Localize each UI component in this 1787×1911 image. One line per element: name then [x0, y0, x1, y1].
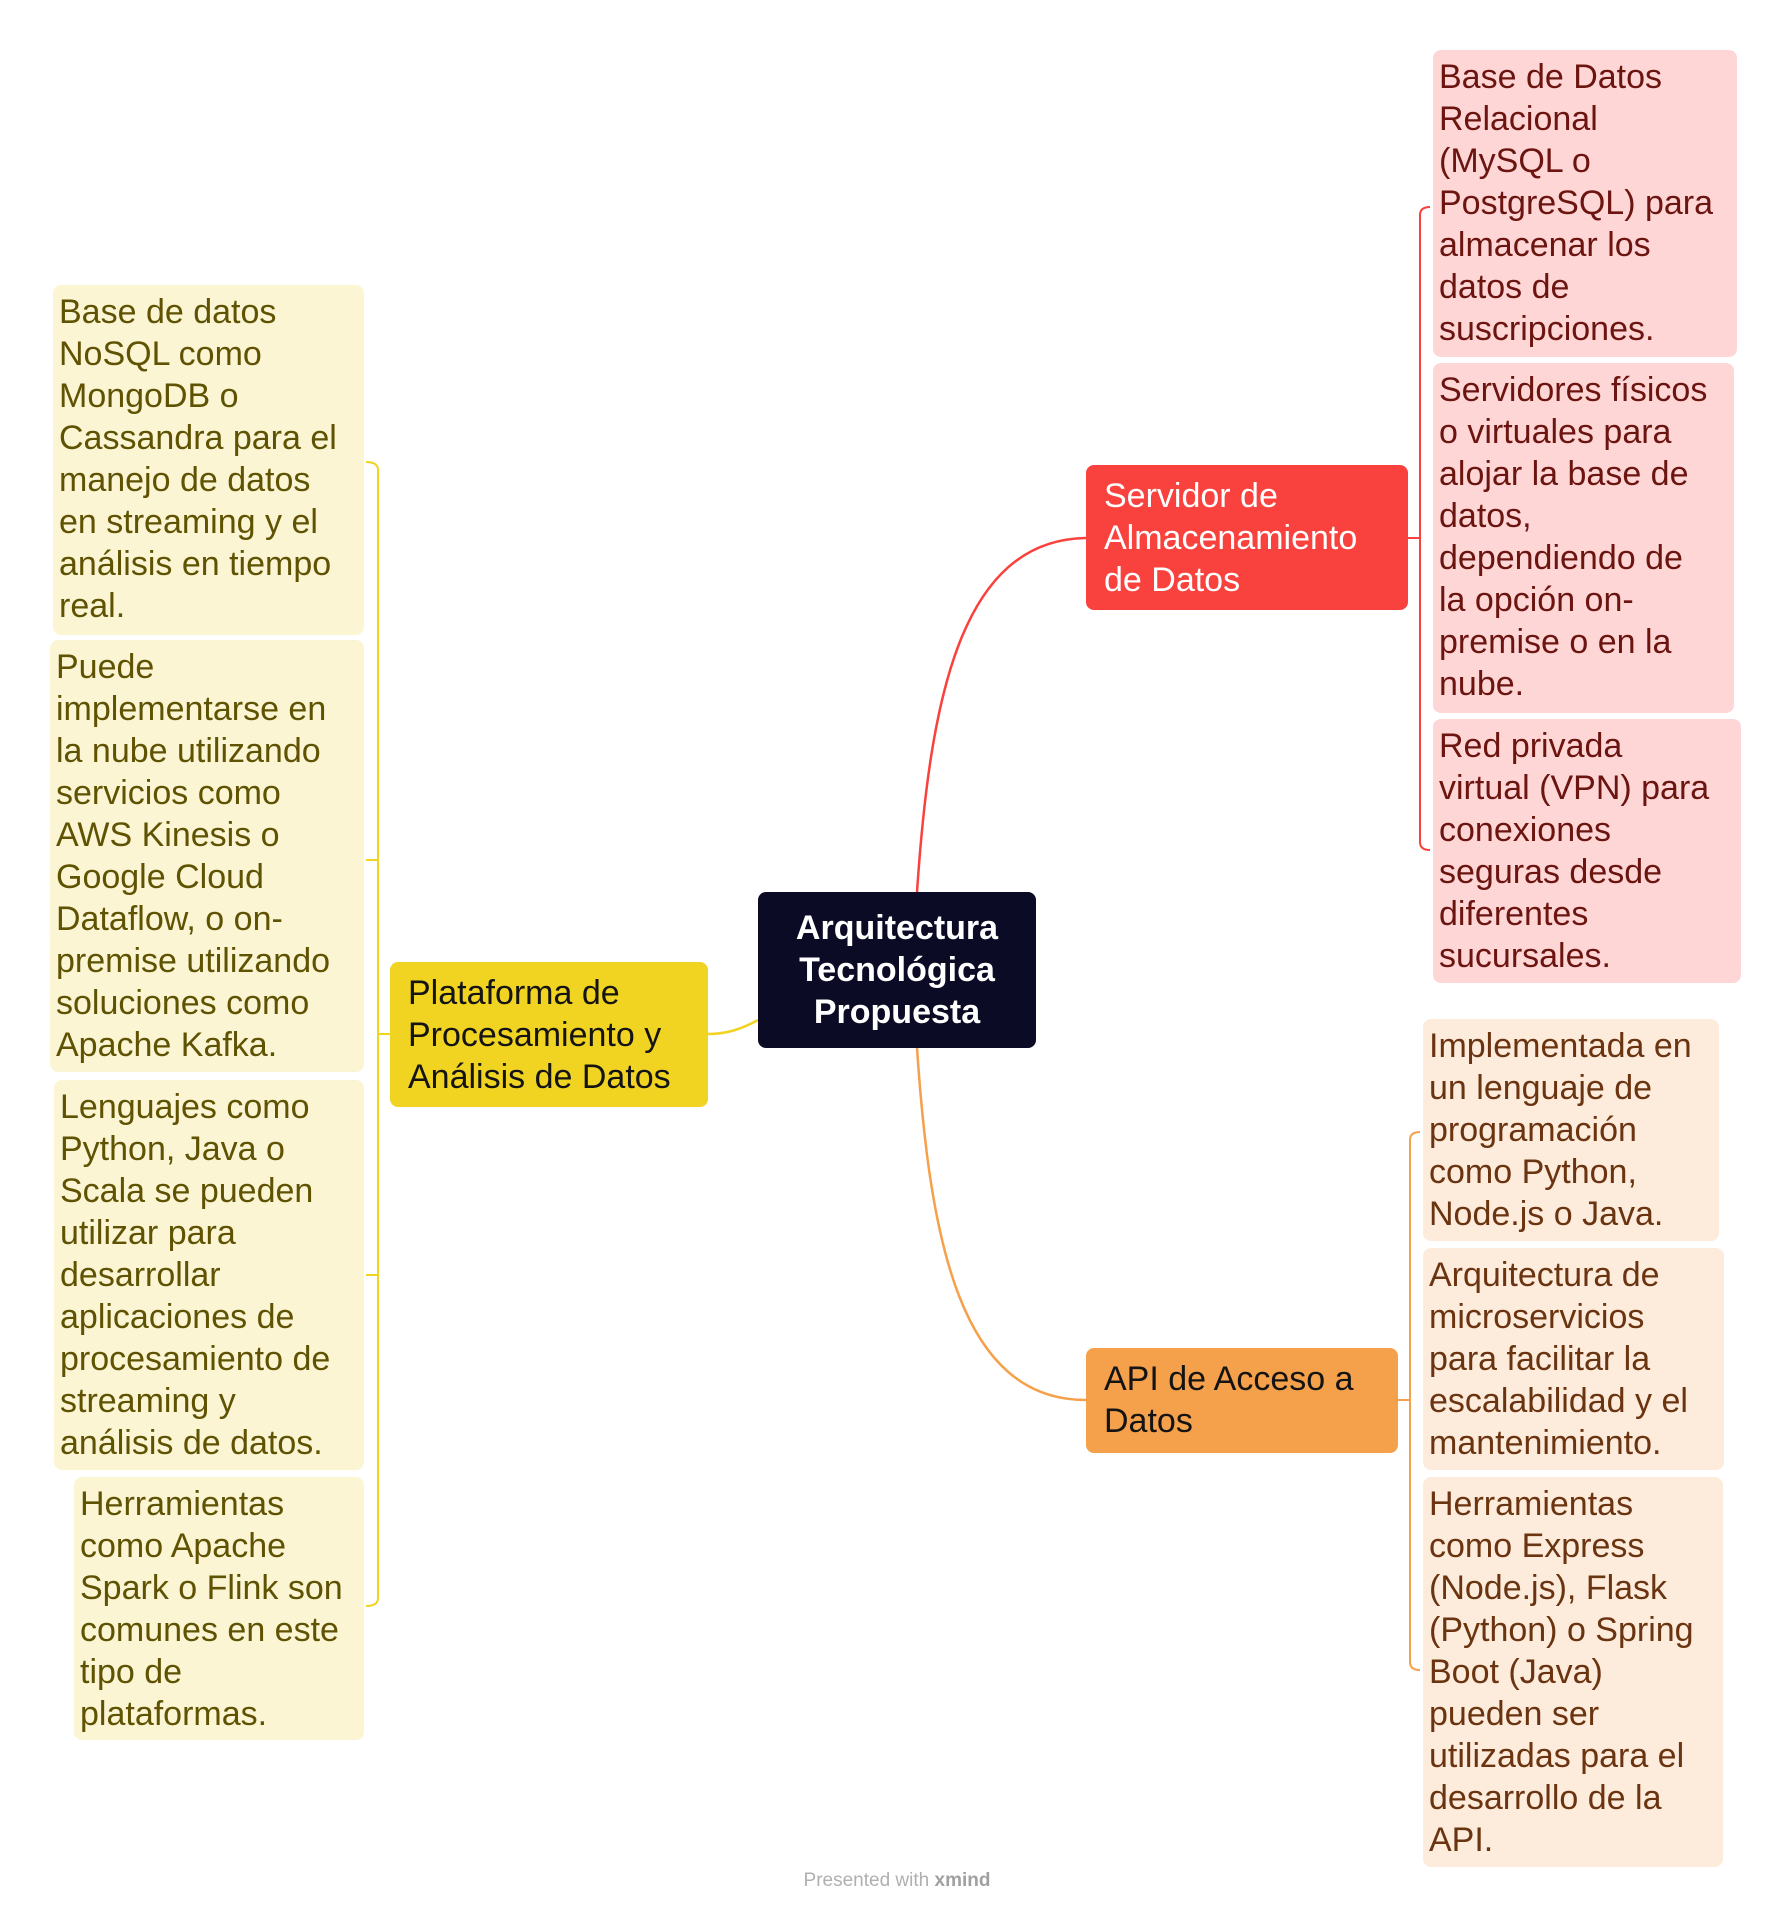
link-central-processing [707, 1018, 759, 1036]
leaf-api-microservices[interactable]: Arquitectura de microservicios para faci… [1423, 1248, 1724, 1470]
leaf-api-language[interactable]: Implementada en un lenguaje de programac… [1423, 1019, 1719, 1241]
link-central-api [915, 1047, 1087, 1402]
leaf-processing-nosql[interactable]: Base de datos NoSQL como MongoDB o Cassa… [53, 285, 364, 635]
branch-processing-platform[interactable]: Plataforma de Procesamiento y Análisis d… [390, 962, 708, 1107]
footer-credit: Presented with xmind [792, 1870, 1002, 1892]
bracket-storage [1408, 206, 1431, 851]
link-central-storage [915, 536, 1087, 893]
leaf-storage-relational-db[interactable]: Base de Datos Relacional (MySQL o Postgr… [1433, 50, 1737, 357]
branch-storage-server[interactable]: Servidor de Almacenamiento de Datos [1086, 465, 1408, 610]
bracket-api [1398, 1131, 1421, 1671]
leaf-api-tools[interactable]: Herramientas como Express (Node.js), Fla… [1423, 1477, 1723, 1867]
central-topic[interactable]: Arquitectura Tecnológica Propuesta [758, 892, 1036, 1048]
leaf-processing-tools[interactable]: Herramientas como Apache Spark o Flink s… [74, 1477, 364, 1740]
bracket-processing [365, 461, 390, 1607]
leaf-processing-languages[interactable]: Lenguajes como Python, Java o Scala se p… [54, 1080, 364, 1470]
footer-prefix: Presented with [803, 1870, 930, 1891]
branch-data-api[interactable]: API de Acceso a Datos [1086, 1348, 1398, 1453]
leaf-storage-vpn[interactable]: Red privada virtual (VPN) para conexione… [1433, 719, 1741, 983]
footer-brand: xmind [934, 1870, 991, 1891]
leaf-processing-cloud[interactable]: Puede implementarse en la nube utilizand… [50, 640, 364, 1072]
leaf-storage-servers[interactable]: Servidores físicos o virtuales para aloj… [1433, 363, 1734, 713]
